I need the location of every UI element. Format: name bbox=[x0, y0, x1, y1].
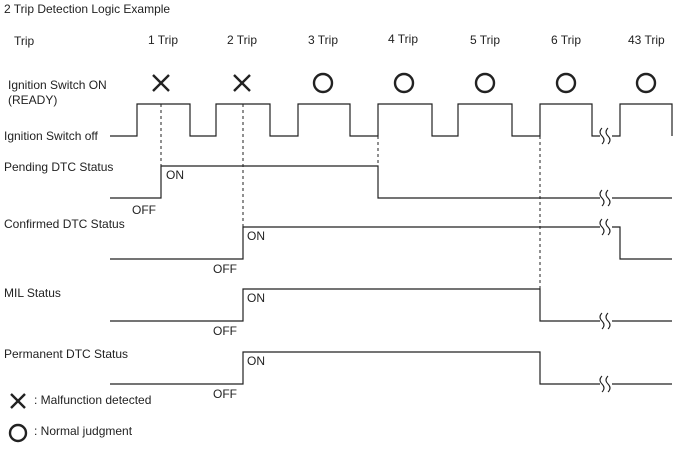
legend-cross-icon bbox=[10, 393, 26, 409]
pending-break-icon bbox=[599, 189, 612, 207]
trip-label-1: 1 Trip bbox=[148, 33, 179, 47]
trip1-cross-icon bbox=[152, 74, 170, 92]
trip4-circle-icon bbox=[393, 72, 415, 94]
legend-circle-text: : Normal judgment bbox=[34, 424, 133, 438]
trip-label-6: 6 Trip bbox=[551, 33, 582, 47]
trip-label-3: 3 Trip bbox=[308, 33, 339, 47]
confirmed-off-label: OFF bbox=[213, 262, 237, 276]
permanent-dtc-waveform bbox=[110, 351, 672, 385]
trip6-circle-icon bbox=[555, 72, 577, 94]
pending-dtc-waveform bbox=[110, 165, 672, 199]
trip-label-43: 43 Trip bbox=[628, 33, 665, 47]
legend-circle-icon bbox=[8, 423, 28, 443]
ignition-on-label: Ignition Switch ON (READY) bbox=[8, 78, 107, 107]
mil-break-icon bbox=[599, 312, 612, 330]
mil-off-label: OFF bbox=[213, 324, 237, 338]
trip43-circle-icon bbox=[635, 72, 657, 94]
ignition-off-label: Ignition Switch off bbox=[4, 129, 98, 143]
legend-cross-text: : Malfunction detected bbox=[34, 393, 152, 407]
permanent-off-label: OFF bbox=[213, 387, 237, 401]
pending-dtc-label: Pending DTC Status bbox=[4, 160, 114, 174]
confirmed-dtc-waveform bbox=[110, 226, 672, 260]
trip2-cross-icon bbox=[233, 74, 251, 92]
confirmed-break-icon bbox=[599, 218, 612, 236]
permanent-break-icon bbox=[599, 375, 612, 393]
ignition-waveform bbox=[110, 103, 673, 137]
mil-on-label: ON bbox=[247, 291, 265, 305]
confirmed-dtc-label: Confirmed DTC Status bbox=[4, 217, 125, 231]
diagram-title: 2 Trip Detection Logic Example bbox=[4, 2, 171, 16]
confirmed-on-label: ON bbox=[247, 229, 265, 243]
trip5-circle-icon bbox=[474, 72, 496, 94]
trip3-circle-icon bbox=[312, 72, 334, 94]
permanent-dtc-label: Permanent DTC Status bbox=[4, 347, 129, 361]
permanent-on-label: ON bbox=[247, 354, 265, 368]
mil-status-waveform bbox=[110, 288, 672, 322]
trip-label-4: 4 Trip bbox=[388, 32, 419, 46]
mil-status-label: MIL Status bbox=[4, 286, 61, 300]
trip-label-2: 2 Trip bbox=[227, 33, 258, 47]
pending-off-label: OFF bbox=[132, 203, 156, 217]
pending-on-label: ON bbox=[166, 168, 184, 182]
trip-row-header: Trip bbox=[14, 34, 35, 48]
ignition-break-icon bbox=[599, 127, 612, 145]
trip-label-5: 5 Trip bbox=[470, 33, 501, 47]
